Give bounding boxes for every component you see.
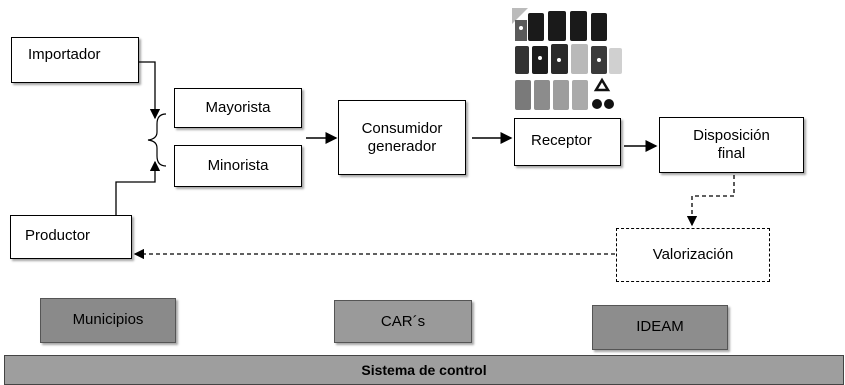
consumidor-label-line2: generador xyxy=(367,137,437,155)
importador-label: Importador xyxy=(28,46,101,63)
mayorista-label: Mayorista xyxy=(205,99,271,116)
mayorista-box: Mayorista xyxy=(174,88,302,128)
ideam-label: IDEAM xyxy=(636,318,684,335)
sistema-de-control-bar: Sistema de control xyxy=(4,355,844,385)
cars-label: CAR´s xyxy=(380,313,426,330)
minorista-label: Minorista xyxy=(207,157,269,174)
minorista-box: Minorista xyxy=(174,145,302,187)
productor-box: Productor xyxy=(10,215,132,259)
valorizacion-box: Valorización xyxy=(616,228,770,282)
cars-box: CAR´s xyxy=(334,300,472,343)
importador-box: Importador xyxy=(11,37,139,83)
ideam-box: IDEAM xyxy=(592,305,728,350)
valorizacion-label: Valorización xyxy=(652,246,734,263)
disposicion-label-line1: Disposición xyxy=(693,127,770,144)
arrow-to-valorizacion xyxy=(686,175,735,227)
municipios-box: Municipios xyxy=(40,298,176,343)
productor-connector xyxy=(115,160,161,215)
brace xyxy=(147,113,167,167)
productor-label: Productor xyxy=(25,227,91,244)
municipios-label: Municipios xyxy=(72,311,144,328)
sistema-label: Sistema de control xyxy=(361,362,487,378)
consumidor-generador-box: Consumidor generador xyxy=(338,100,466,175)
disposicion-final-box: Disposición final xyxy=(659,117,804,173)
receptor-label: Receptor xyxy=(531,132,592,149)
importador-connector xyxy=(139,61,161,120)
disposicion-label-line2: final xyxy=(717,145,746,162)
recycling-bins-image xyxy=(512,8,622,110)
consumidor-label-line1: Consumidor xyxy=(361,119,443,137)
receptor-box: Receptor xyxy=(514,118,621,166)
